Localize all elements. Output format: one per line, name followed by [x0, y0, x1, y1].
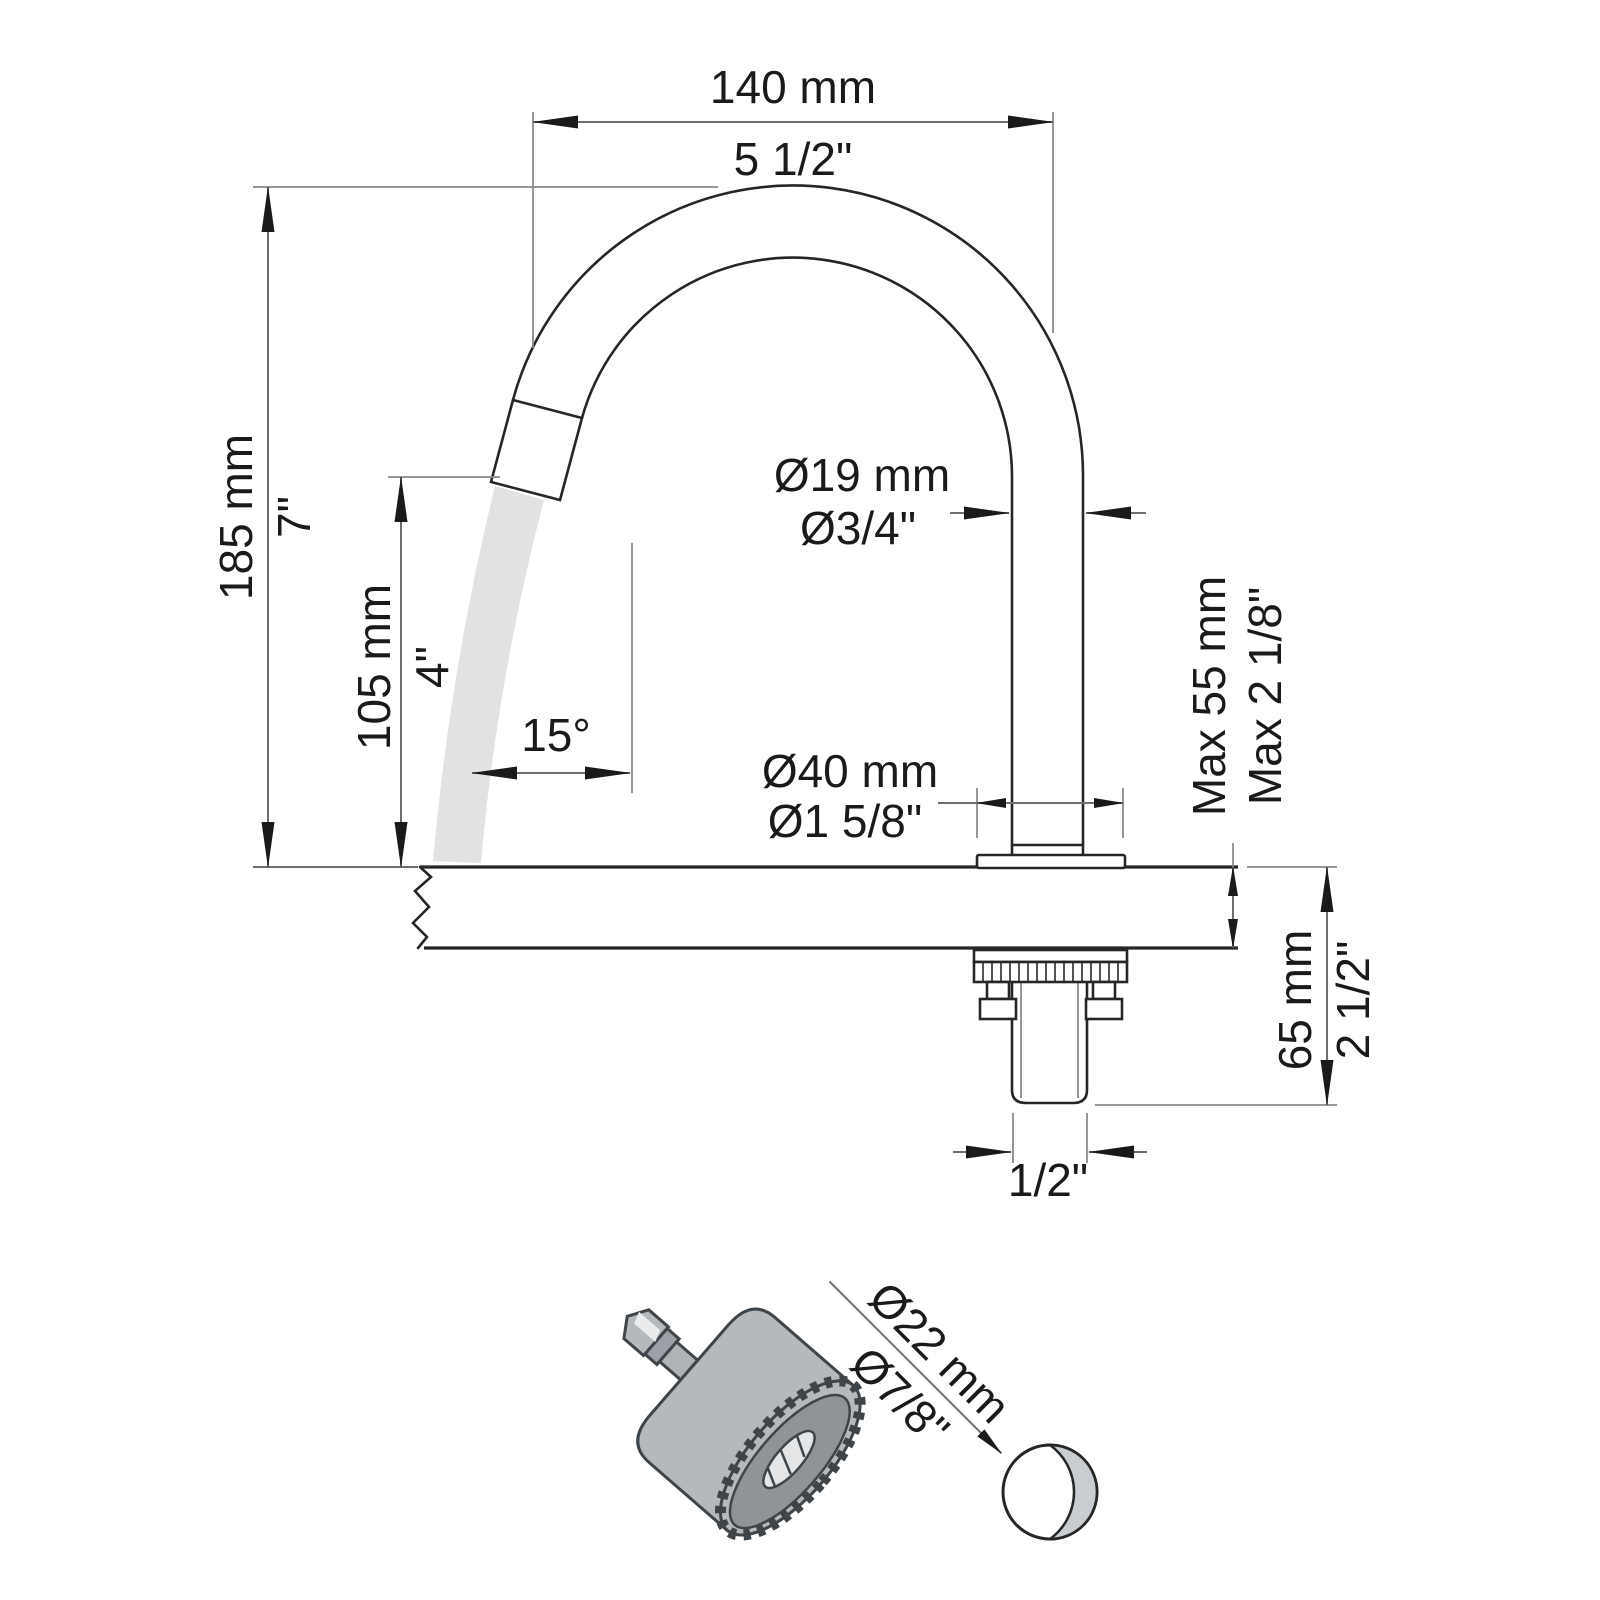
dim-stream-angle: 15° [471, 543, 633, 793]
drill-spiral-lines [766, 1433, 806, 1488]
bolt-stem-right [1091, 980, 1117, 1001]
dim-spout-height-mm: 105 mm [348, 584, 400, 750]
aerator-band-line [511, 398, 584, 420]
dim-shank-length: 65 mm 2 1/2" [1095, 866, 1379, 1106]
washer [972, 948, 1129, 964]
dim-spout-dia-in: Ø3/4" [800, 502, 916, 554]
threaded-shank [1010, 956, 1089, 1105]
base-flange [975, 853, 1127, 870]
countertop [253, 865, 1238, 950]
knurled-nut [972, 960, 1129, 984]
bolt-head-right [1084, 997, 1124, 1021]
hole-saw-icon [622, 1307, 866, 1541]
dim-thread: 1/2" [953, 1113, 1147, 1206]
dim-deck-max-in: Max 2 1/8" [1239, 587, 1291, 805]
dim-spout-dia: Ø19 mm Ø3/4" [774, 449, 1146, 554]
dim-thread-in: 1/2" [1008, 1154, 1088, 1206]
break-line [411, 865, 433, 950]
dim-spout-height: 105 mm 4" [348, 476, 500, 868]
dim-deck-thickness: Max 55 mm Max 2 1/8" [1183, 576, 1291, 949]
mounting-hardware [972, 853, 1129, 1105]
dim-reach-in: 5 1/2" [734, 133, 853, 185]
hex-facet-highlight [634, 1311, 661, 1342]
dim-height-mm: 185 mm [210, 434, 262, 600]
dim-reach-mm: 140 mm [710, 61, 876, 113]
dim-spout-height-in: 4" [406, 646, 458, 688]
stream-angle-label: 15° [521, 709, 591, 761]
pilot-drill-bit [762, 1429, 816, 1490]
dim-base-dia-in: Ø1 5/8" [768, 795, 922, 847]
drill-hole-icon [1001, 1443, 1099, 1541]
dim-reach: 140 mm 5 1/2" [532, 61, 1054, 348]
dim-height: 185 mm 7" [210, 186, 718, 868]
dim-shank-len-mm: 65 mm [1269, 930, 1321, 1071]
dim-base-dia: Ø40 mm Ø1 5/8" [762, 745, 1124, 847]
bolt-stem-left [985, 980, 1011, 1001]
knurl-hatching [982, 963, 1119, 981]
bolt-head-left [978, 997, 1018, 1021]
saw-body [636, 1307, 856, 1533]
dim-deck-max-mm: Max 55 mm [1183, 576, 1235, 816]
dim-spout-dia-mm: Ø19 mm [774, 449, 950, 501]
hole-shading-crescent [1046, 1443, 1099, 1541]
water-stream [433, 486, 544, 863]
dim-height-in: 7" [268, 496, 320, 538]
dim-base-dia-mm: Ø40 mm [762, 745, 938, 797]
dim-shank-len-in: 2 1/2" [1327, 941, 1379, 1060]
